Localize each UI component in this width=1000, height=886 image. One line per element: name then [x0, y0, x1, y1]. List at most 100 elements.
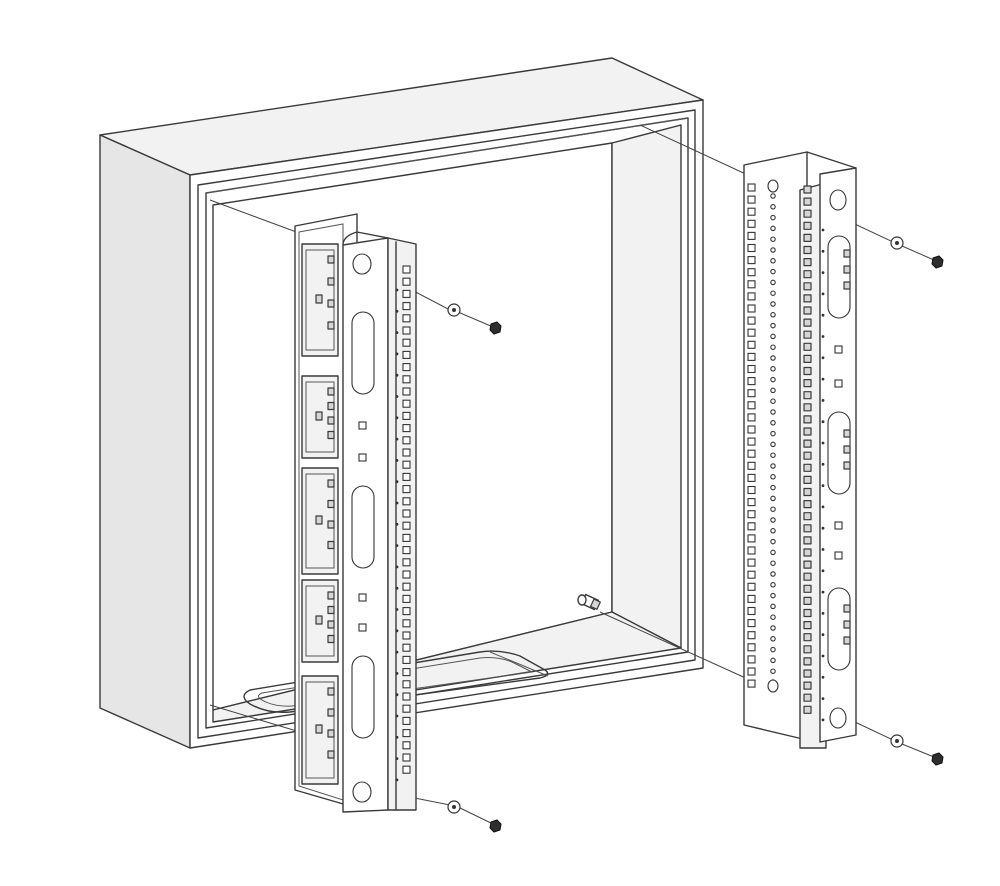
front-rail-pocket-tab	[327, 729, 335, 738]
rear-rail-square-hole	[747, 304, 756, 313]
rear-rail-oval-slot	[827, 587, 851, 671]
rear-rail-round-hole	[770, 333, 776, 340]
front-rail-square-hole	[402, 424, 411, 433]
rear-rail-flange-hole	[803, 330, 812, 339]
rear-rail-flange-hole	[803, 354, 812, 363]
front-rail-pocket-tab	[315, 294, 323, 304]
front-rail-pocket-tab	[327, 634, 335, 644]
rear-rail-square-hole	[747, 655, 756, 664]
rear-rail-square-hole	[747, 570, 756, 579]
front-rail-dot	[395, 501, 399, 505]
rear-rail-flange-hole	[803, 463, 812, 472]
front-rail-square-hole	[402, 472, 411, 481]
cage-nut-icon	[489, 819, 502, 833]
rear-rail-dot	[821, 462, 825, 466]
front-rail-top-hole	[352, 253, 372, 275]
rear-rail-square-hole	[747, 485, 756, 495]
front-rail-bottom-hole	[352, 781, 372, 803]
front-rail-square-hole	[402, 497, 411, 506]
rear-rail-round-hole	[770, 366, 776, 372]
front-rail-dot	[395, 373, 399, 377]
front-rail-dot	[395, 608, 399, 611]
rear-rail-round-hole	[770, 398, 776, 404]
rear-rail-round-hole	[770, 247, 776, 253]
rear-rail-round-hole	[770, 474, 776, 480]
rear-rail-square-hole	[747, 461, 756, 470]
front-rail-square-hole	[402, 314, 411, 323]
front-rail-square-hole	[402, 741, 411, 750]
rear-rail-square-hole	[747, 546, 756, 555]
rear-rail-flange-hole	[803, 294, 812, 303]
rear-rail-flange-hole	[803, 596, 812, 606]
rear-rail-dot	[821, 484, 825, 487]
rear-rail-round-hole	[770, 549, 776, 556]
rear-rail-flange-hole	[803, 270, 812, 279]
rear-rail-flange-hole	[803, 633, 812, 642]
front-rail-dot	[395, 693, 399, 697]
rear-rail-square-hole	[747, 364, 756, 374]
rear-rail-dot	[821, 313, 825, 317]
rear-rail-dot	[821, 377, 825, 381]
front-rail-square-hole	[402, 399, 411, 408]
rear-rail-flange-hole	[803, 366, 812, 376]
rear-rail-flange-hole	[803, 536, 812, 545]
rear-rail-flange-hole	[803, 669, 812, 678]
rear-rail-square-hole	[747, 219, 756, 228]
front-rail-dot	[395, 459, 399, 462]
rear-rail-flange-hole	[803, 306, 812, 315]
rear-rail-square-hole	[747, 558, 756, 567]
rear-rail-square-hole	[747, 352, 756, 361]
front-rail-square-hole	[402, 704, 411, 713]
rear-rail-round-hole	[770, 636, 776, 642]
front-rail-dot	[395, 672, 399, 675]
rear-rail-tab	[843, 281, 851, 290]
front-rail-square-hole	[402, 375, 411, 384]
front-rail-square-hole	[402, 533, 411, 542]
enclosure-left-side-face	[99, 134, 191, 749]
rear-rail-square-hole	[747, 328, 756, 337]
rear-rail-flange-hole	[803, 439, 812, 448]
cage-nut-icon	[931, 752, 944, 766]
rear-rail-flange-hole	[803, 342, 812, 351]
rear-rail-round-hole	[770, 582, 776, 588]
front-rail-pocket-tab	[327, 430, 335, 440]
front-rail-square-hole	[402, 350, 411, 359]
rear-rail-flange-hole	[803, 403, 812, 412]
front-rail-square-hole	[402, 265, 411, 274]
rear-rail-top-hole	[829, 189, 847, 211]
washer-icon	[447, 800, 461, 814]
front-rail-square-hole	[402, 668, 411, 677]
front-rail-square-hole	[358, 453, 367, 462]
front-rail-square-hole	[402, 485, 411, 494]
front-rail-square-hole	[402, 558, 411, 567]
front-rail-dot	[395, 586, 399, 590]
rear-rail-round-hole	[770, 301, 776, 307]
rear-rail-round-hole	[770, 387, 776, 394]
rear-rail-dot	[821, 718, 825, 722]
front-rail-pocket-tab	[327, 620, 335, 629]
rear-rail-square-hole	[747, 425, 756, 434]
fastener-set	[447, 303, 502, 335]
rear-rail-flange-hole	[803, 524, 812, 533]
rear-rail-round-hole	[770, 268, 776, 275]
cage-nut-icon	[931, 255, 944, 269]
rear-rail-round-hole	[770, 214, 776, 221]
washer-icon	[890, 236, 904, 250]
rear-rail-dot	[821, 590, 825, 594]
rear-rail-flange-hole	[803, 282, 812, 291]
rear-rail-square-hole	[747, 389, 756, 398]
rear-rail-round-hole	[770, 484, 776, 491]
front-rail-square-hole	[402, 411, 411, 420]
rear-rail-hole-columns	[747, 183, 851, 722]
rear-rail-square-hole	[747, 606, 756, 616]
front-rail-pocket-tab	[315, 615, 323, 625]
front-rail-square-hole	[402, 643, 411, 652]
rear-rail-flange-hole	[803, 560, 812, 569]
rear-rail-square-hole	[747, 449, 756, 458]
mounting-stud	[577, 593, 601, 611]
rear-rail-square-hole	[747, 498, 756, 507]
front-rail-square-hole	[402, 716, 411, 725]
front-rail-pocket-tab	[315, 724, 323, 734]
rear-rail-dot	[821, 441, 825, 445]
